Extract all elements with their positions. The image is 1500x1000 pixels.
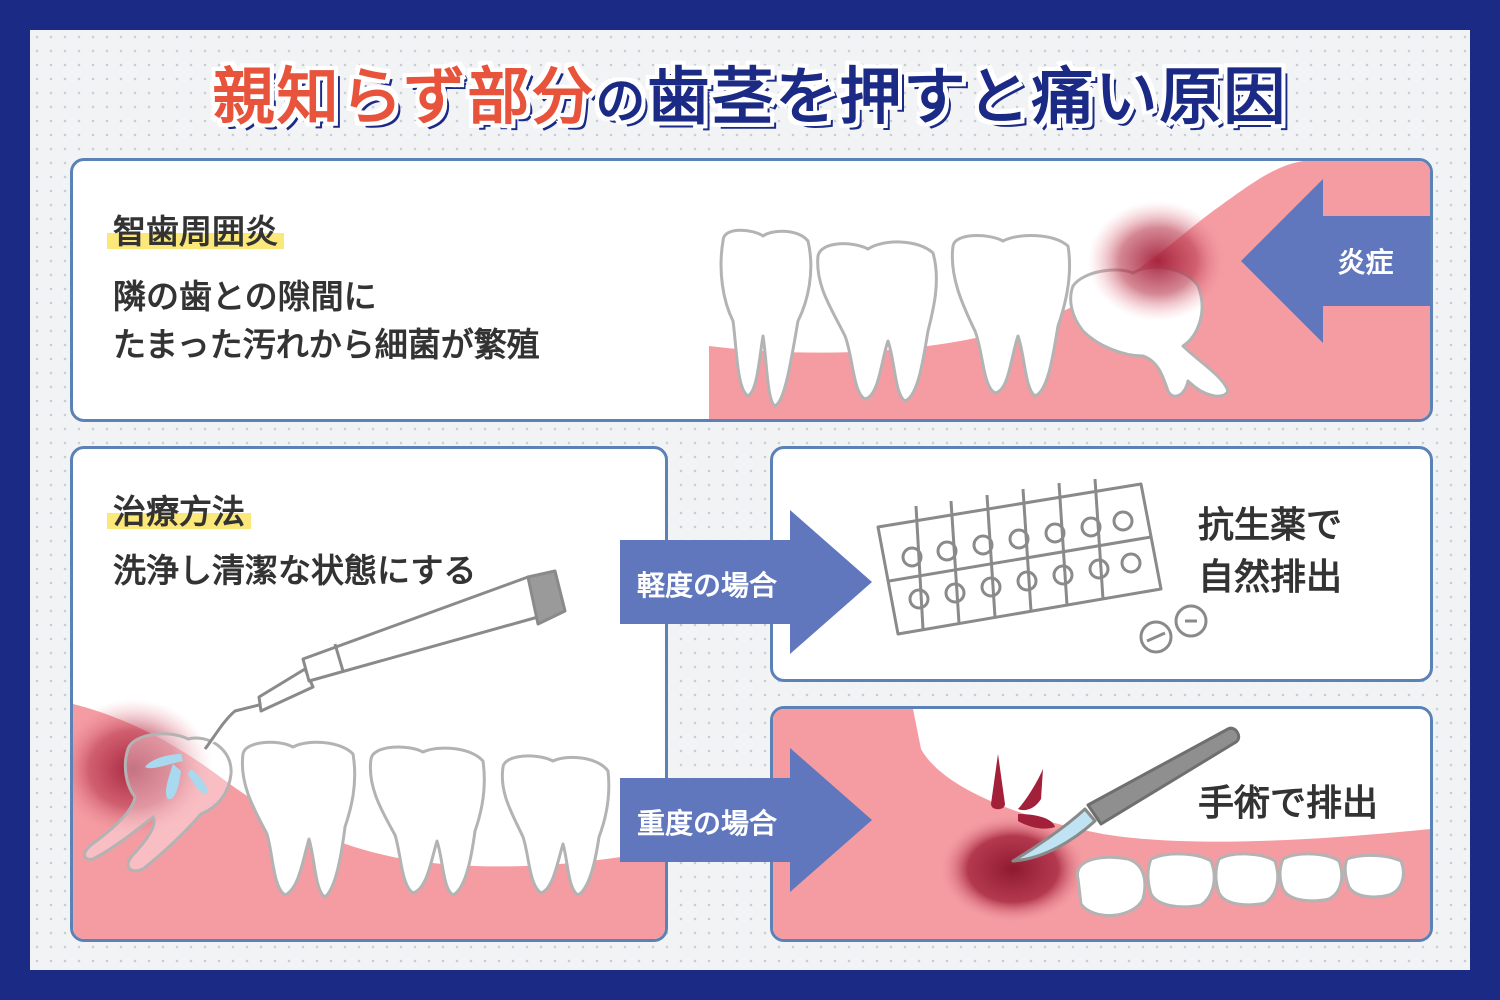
scalpel-icon (1011, 726, 1241, 863)
molar-1 (240, 740, 357, 899)
molar-2 (368, 745, 486, 897)
wisdom-tooth-illustration (709, 161, 1430, 419)
mild-treatment-line-1: 抗生薬で (1198, 505, 1343, 546)
title-part-2: の (595, 72, 648, 130)
mild-treatment-line-2: 自然排出 (1198, 557, 1343, 598)
mild-label: 軽度の場合 (636, 569, 777, 602)
pericoronitis-description-line-2: たまった汚れから細菌が繁殖 (113, 325, 540, 364)
severe-label: 重度の場合 (636, 807, 777, 840)
inflammation-arrow (1241, 179, 1430, 343)
irrigation-illustration (73, 569, 665, 939)
page-title: 親知らず部分の歯茎を押すと痛い原因 (0, 46, 1500, 136)
blister-pack-icon (876, 478, 1163, 636)
mild-case-panel: 抗生薬で 自然排出 (770, 446, 1433, 682)
molar-3 (950, 234, 1072, 398)
pericoronitis-heading: 智歯周囲炎 (107, 205, 284, 253)
surgery-illustration (773, 709, 1430, 939)
severe-case-panel: 手術で排出 (770, 706, 1433, 942)
gum-shape (73, 704, 665, 939)
molar-1 (719, 228, 813, 408)
molar-2 (816, 240, 938, 403)
molar-3 (500, 754, 611, 897)
loose-pills-icon (1139, 604, 1208, 654)
title-part-3: 歯茎を押すと痛い原因 (647, 60, 1288, 133)
treatment-heading: 治療方法 (107, 485, 251, 533)
inflammation-spot (1088, 201, 1228, 321)
inflammation-label: 炎症 (1337, 246, 1394, 279)
treatment-panel: 治療方法 洗浄し清潔な状態にする (70, 446, 668, 942)
blood-drops-icon (991, 754, 1055, 829)
lower-teeth (1076, 852, 1405, 917)
gum-shape (709, 161, 1430, 419)
wisdom-tooth (83, 732, 233, 873)
pericoronitis-panel: 智歯周囲炎 隣の歯との隙間に たまった汚れから細菌が繁殖 炎症 (70, 158, 1433, 422)
antibiotic-pill-illustration (876, 478, 1208, 654)
severe-treatment-text: 手術で排出 (1198, 783, 1379, 824)
irrigation-syringe (203, 569, 567, 750)
title-part-1: 親知らず部分 (212, 60, 596, 133)
water-splash-icon (145, 754, 208, 800)
treatment-description: 洗浄し清潔な状態にする (113, 551, 477, 590)
pericoronitis-description-line-1: 隣の歯との隙間に (113, 277, 377, 316)
